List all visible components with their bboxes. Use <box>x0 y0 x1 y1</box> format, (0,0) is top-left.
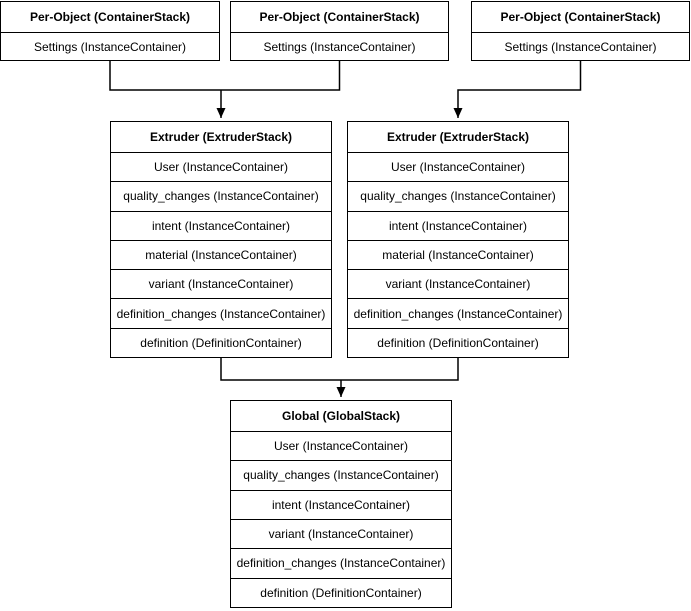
per-object-stack-2: Per-Object (ContainerStack) Settings (In… <box>230 1 449 61</box>
container-row: quality_changes (InstanceContainer) <box>231 460 451 489</box>
container-row: variant (InstanceContainer) <box>231 518 451 548</box>
connector-perobject3-arrow-to-extruder-2 <box>453 61 582 118</box>
container-row: User (InstanceContainer) <box>231 431 451 460</box>
extruder-stack-2: Extruder (ExtruderStack) User (InstanceC… <box>347 121 569 358</box>
container-row: Settings (InstanceContainer) <box>231 32 448 60</box>
container-row: User (InstanceContainer) <box>111 152 331 181</box>
stack-title: Global (GlobalStack) <box>281 409 401 423</box>
container-row: User (InstanceContainer) <box>348 152 568 181</box>
container-row: quality_changes (InstanceContainer) <box>111 181 331 210</box>
container-row: definition (DefinitionContainer) <box>348 327 568 357</box>
container-row: definition_changes (InstanceContainer) <box>111 298 331 327</box>
per-object-stack-1: Per-Object (ContainerStack) Settings (In… <box>0 1 220 61</box>
stack-title: Extruder (ExtruderStack) <box>149 130 293 144</box>
stack-title: Per-Object (ContainerStack) <box>500 10 661 24</box>
container-row: material (InstanceContainer) <box>111 239 331 269</box>
container-row: definition_changes (InstanceContainer) <box>348 298 568 327</box>
stack-title: Per-Object (ContainerStack) <box>29 10 191 24</box>
stack-title: Extruder (ExtruderStack) <box>386 130 530 144</box>
container-row: intent (InstanceContainer) <box>348 210 568 240</box>
container-row: Settings (InstanceContainer) <box>472 32 689 60</box>
connector-perobject1-perobject2-merge <box>109 61 341 91</box>
container-row: Settings (InstanceContainer) <box>1 32 219 60</box>
container-row: intent (InstanceContainer) <box>231 489 451 519</box>
stack-title: Per-Object (ContainerStack) <box>259 10 420 24</box>
container-row: variant (InstanceContainer) <box>111 269 331 298</box>
global-stack: Global (GlobalStack) User (InstanceConta… <box>230 400 452 608</box>
container-row: material (InstanceContainer) <box>348 239 568 269</box>
per-object-stack-3: Per-Object (ContainerStack) Settings (In… <box>471 1 690 61</box>
connector-extruders-merge <box>220 358 459 381</box>
container-row: definition_changes (InstanceContainer) <box>231 548 451 577</box>
container-row: variant (InstanceContainer) <box>348 269 568 298</box>
container-row: definition (DefinitionContainer) <box>231 577 451 607</box>
container-row: definition (DefinitionContainer) <box>111 327 331 357</box>
container-row: quality_changes (InstanceContainer) <box>348 181 568 210</box>
extruder-stack-1: Extruder (ExtruderStack) User (InstanceC… <box>110 121 332 358</box>
container-row: intent (InstanceContainer) <box>111 210 331 240</box>
